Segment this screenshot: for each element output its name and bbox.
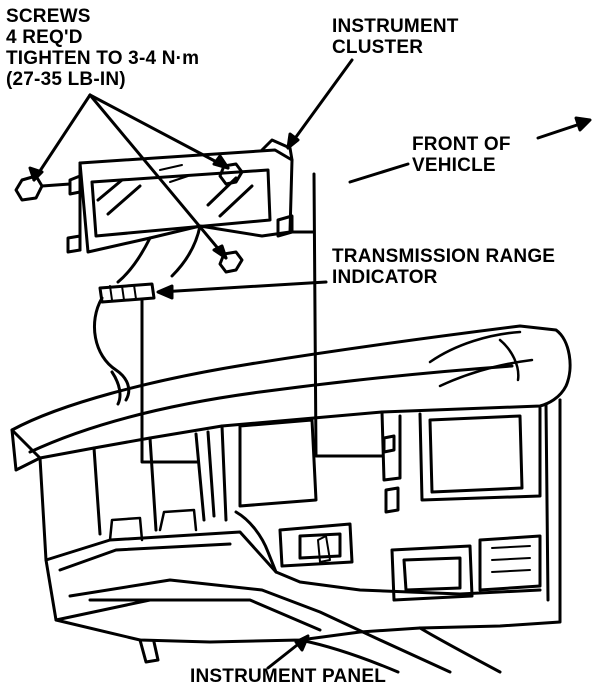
instrument-panel-label: INSTRUMENT PANEL — [190, 666, 387, 687]
transmission-range-label-line-1: TRANSMISSION RANGE — [332, 246, 556, 267]
screws-label-line-4: (27-35 LB-IN) — [6, 69, 126, 90]
transmission-range-indicator-callout: TRANSMISSION RANGE INDICATOR — [332, 246, 555, 288]
instrument-panel-callout: INSTRUMENT PANEL — [190, 666, 386, 687]
front-of-vehicle-label-line-1: FRONT OF — [412, 134, 511, 155]
transmission-range-label-line-2: INDICATOR — [332, 267, 438, 288]
screws-label-line-2: 4 REQ'D — [6, 27, 83, 48]
screw-upper-right — [218, 162, 244, 186]
instrument-cluster-callout: INSTRUMENT CLUSTER — [332, 16, 459, 58]
screws-label-line-3: TIGHTEN TO 3-4 N·m — [6, 48, 200, 69]
screw-left — [14, 174, 72, 202]
screws-callout: SCREWS 4 REQ'D TIGHTEN TO 3-4 N·m (27-35… — [6, 6, 199, 90]
instrument-cluster-label-line-2: CLUSTER — [332, 37, 424, 58]
instrument-cluster — [66, 138, 294, 284]
instrument-cluster-label-line-1: INSTRUMENT — [332, 16, 459, 37]
screws-label-line-1: SCREWS — [6, 6, 91, 27]
front-of-vehicle-label-line-2: VEHICLE — [412, 155, 496, 176]
instrument-panel — [10, 324, 572, 674]
front-of-vehicle-callout: FRONT OF VEHICLE — [412, 134, 511, 176]
screw-lower-center — [218, 250, 244, 274]
